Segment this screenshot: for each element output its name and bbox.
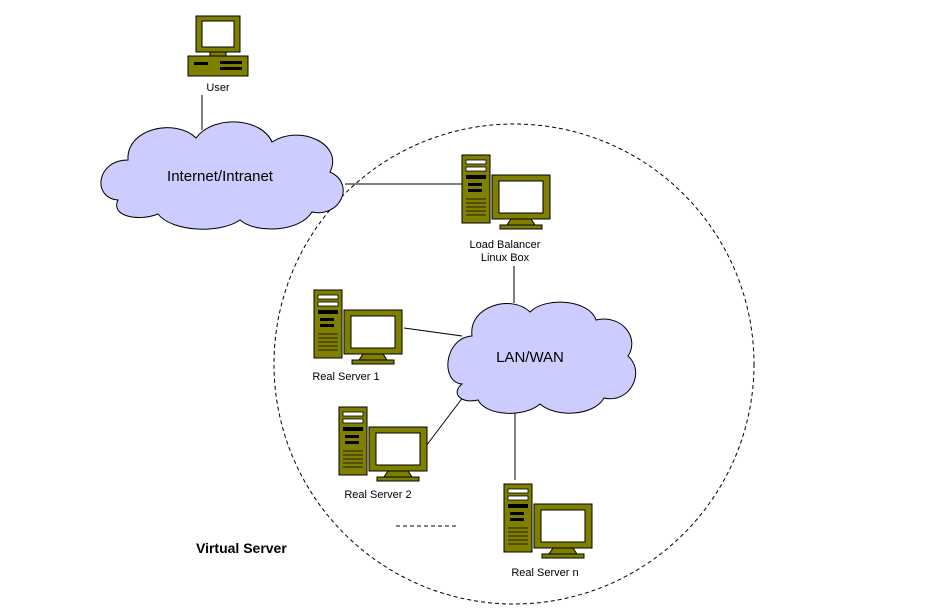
internet-cloud-label: Internet/Intranet: [167, 168, 274, 185]
internet-cloud-icon: [100, 121, 344, 230]
virtual-server-boundary: [273, 123, 755, 605]
real-server-1-icon: [313, 289, 403, 365]
user-label: User: [206, 82, 230, 94]
virtual-server-label: Virtual Server: [196, 540, 287, 556]
real-server-n-label: Real Server n: [511, 567, 578, 579]
load-balancer-label-line1: Load Balancer: [470, 239, 541, 251]
lan-cloud-label: LAN/WAN: [496, 349, 564, 366]
real-server-2-label: Real Server 2: [344, 489, 411, 501]
load-balancer-label-line2: Linux Box: [481, 252, 530, 264]
real-server-2-icon: [338, 406, 428, 482]
link-lan-server1: [403, 327, 463, 337]
user-computer-icon: [187, 15, 249, 77]
real-server-n-icon: [503, 483, 593, 559]
real-server-1-label: Real Server 1: [312, 371, 379, 383]
load-balancer-icon: [461, 154, 551, 230]
lan-cloud-icon: [447, 301, 637, 414]
